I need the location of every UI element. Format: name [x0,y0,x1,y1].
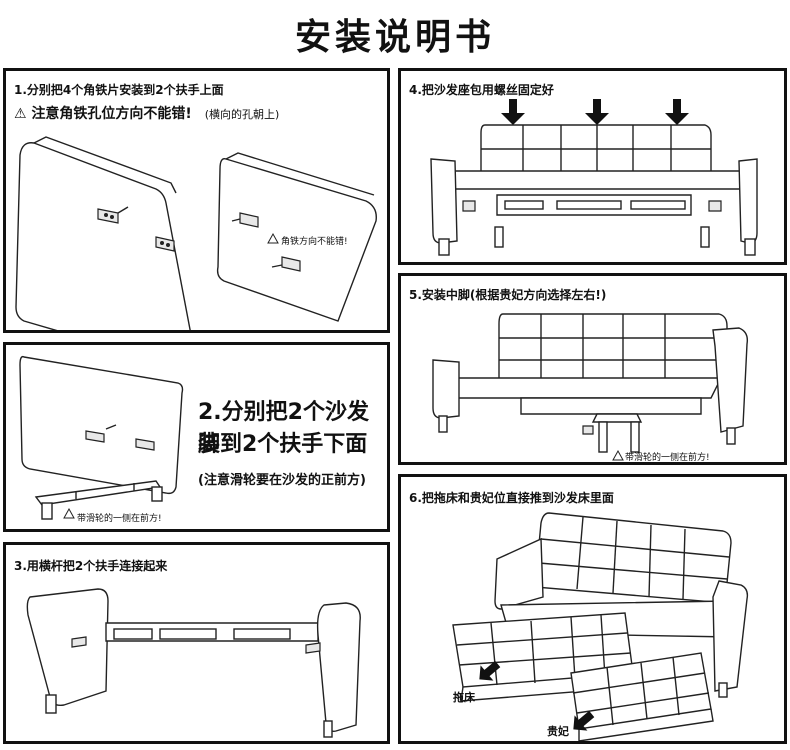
step3-caption: 3.用横杆把2个扶手连接起来 [14,559,168,573]
step4-caption: 4.把沙发座包用螺丝固定好 [409,83,554,97]
step4-illustration [430,99,758,256]
step4-panel: 4.把沙发座包用螺丝固定好 [398,68,787,265]
step1-warning-paren: (横向的孔朝上) [204,108,280,121]
step1-warning: ⚠ 注意角铁孔位方向不能错! (横向的孔朝上) [14,103,279,123]
step6-panel: 6.把拖床和贵妃位直接推到沙发床里面 拖床 贵妃 [398,474,787,744]
step1-caption: 1.分别把4个角铁片安装到2个扶手上面 [14,83,224,97]
label-bed: 拖床 [453,691,475,704]
step2-heading-line1: 2.分别把2个沙发脚 [198,400,369,457]
step5-small-note: 带滑轮的一侧在前方! [625,453,710,463]
step6-illustration [452,512,749,741]
step5-caption: 5.安装中脚(根据贵妃方向选择左右!) [409,288,607,302]
step2-heading-line2: 装到2个扶手下面 [198,432,368,457]
step3-panel: 3.用横杆把2个扶手连接起来 [3,542,390,744]
step1-panel: 1.分别把4个角铁片安装到2个扶手上面 ⚠ 注意角铁孔位方向不能错! (横向的孔… [3,68,390,333]
step5-illustration [432,313,749,461]
step2-small-note: 带滑轮的一侧在前方! [77,514,162,524]
step2-illustration [19,355,184,520]
label-chaise: 贵妃 [547,725,569,738]
step3-illustration [26,588,361,738]
step5-panel: 5.安装中脚(根据贵妃方向选择左右!) 带滑轮的一侧在前方! [398,273,787,465]
step6-caption: 6.把拖床和贵妃位直接推到沙发床里面 [409,491,614,505]
step1-illustration [15,136,377,330]
step1-warning-text: 注意角铁孔位方向不能错! [31,106,192,122]
step2-note: (注意滑轮要在沙发的正前方) [198,473,366,488]
warning-icon: ⚠ [14,106,27,122]
page-title: 安装说明书 [294,17,495,58]
step2-panel: 2.分别把2个沙发脚 装到2个扶手下面 (注意滑轮要在沙发的正前方) 带滑轮的一… [3,342,390,532]
step1-inner-note: 角铁方向不能错! [281,237,348,247]
